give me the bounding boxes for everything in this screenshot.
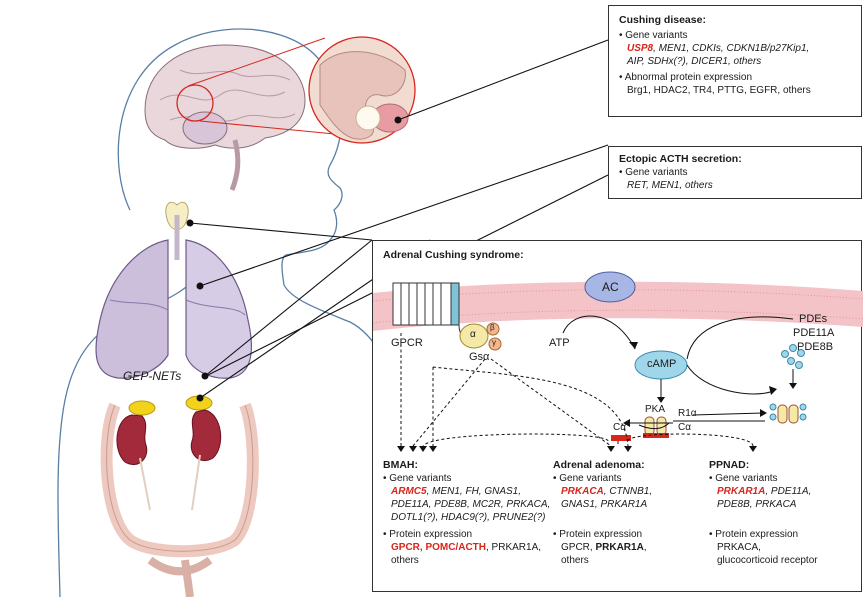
label-ac: AC bbox=[602, 280, 619, 294]
gs-gamma bbox=[488, 337, 502, 351]
lung-right bbox=[185, 239, 252, 379]
ppnad-title: PPNAD: bbox=[709, 459, 750, 471]
adrenal-left bbox=[128, 400, 156, 416]
bmah-genes-line2: PDE11A, PDE8B, MC2R, PRKACA, bbox=[391, 499, 551, 510]
adenoma-genes-line2: GNAS1, PRKAR1A bbox=[561, 499, 648, 510]
gs-alpha-protein bbox=[459, 323, 489, 349]
adenoma-title: Adrenal adenoma: bbox=[553, 459, 645, 471]
kidney-right bbox=[190, 409, 222, 462]
ac-enzyme bbox=[584, 271, 636, 303]
adenoma-prkaca: PRKACA bbox=[561, 486, 604, 497]
ppnad-protein-header: • Protein expression bbox=[709, 529, 799, 540]
cerebellum bbox=[182, 111, 228, 145]
amp-circles bbox=[781, 344, 805, 369]
cushing-gene-header: • Gene variants bbox=[619, 30, 688, 41]
gep-nets-label: GEP-NETs bbox=[123, 369, 182, 383]
adenoma-genes-line1: PRKACA, CTNNB1, bbox=[561, 486, 653, 497]
label-ca-left: Cα bbox=[613, 422, 627, 433]
gpcr-receptor bbox=[392, 282, 474, 339]
cushing-genes-line2: AIP, SDHx(?), DICER1, others bbox=[627, 56, 762, 67]
pka-dissociated-right bbox=[769, 403, 807, 424]
cushing-usp8: USP8 bbox=[627, 43, 654, 54]
label-pka: PKA bbox=[645, 404, 666, 415]
label-gpcr: GPCR bbox=[391, 337, 423, 349]
pituitary-small-circle bbox=[176, 84, 214, 122]
ppnad-genes-line2: PDE8B, PRKACA bbox=[717, 499, 797, 510]
adrenal-cushing-box: Adrenal Cushing syndrome: AC ATP cAMP GP… bbox=[372, 240, 863, 592]
label-gamma: γ bbox=[492, 338, 496, 347]
adenoma-protein-line2: others bbox=[561, 555, 589, 566]
ca-subunit-left bbox=[611, 435, 631, 441]
bmah-protein-line2: others bbox=[391, 555, 419, 566]
label-gs-alpha: Gsα bbox=[469, 351, 490, 363]
ppnad-gene-header: • Gene variants bbox=[709, 473, 778, 484]
label-alpha: α bbox=[470, 329, 476, 340]
label-r1a: R1α bbox=[678, 408, 697, 419]
signaling-pathway bbox=[373, 271, 863, 452]
cushing-disease-title: Cushing disease: bbox=[619, 14, 706, 26]
lung-left bbox=[95, 239, 169, 379]
label-beta: β bbox=[490, 323, 495, 332]
label-pde8b: PDE8B bbox=[797, 341, 834, 353]
label-pdes: PDEs bbox=[799, 313, 828, 325]
ppnad-protein-line2: glucocorticoid receptor bbox=[717, 555, 818, 566]
ectopic-acth-box: Ectopic ACTH secretion: • Gene variants … bbox=[608, 146, 862, 199]
pka-holoenzyme bbox=[643, 416, 669, 438]
label-pde11a: PDE11A bbox=[793, 327, 835, 339]
adenoma-protein-header: • Protein expression bbox=[553, 529, 643, 540]
bmah-gene-header: • Gene variants bbox=[383, 473, 452, 484]
cushing-disease-box: Cushing disease: • Gene variants USP8, M… bbox=[608, 5, 862, 117]
bmah-protein-header: • Protein expression bbox=[383, 529, 473, 540]
label-camp: cAMP bbox=[647, 358, 677, 370]
ectopic-genes: RET, MEN1, others bbox=[627, 180, 713, 191]
label-ca-right: Cα bbox=[678, 422, 692, 433]
cushing-protein-line: Brg1, HDAC2, TR4, PTTG, EGFR, others bbox=[627, 85, 811, 96]
adenoma-protein-line1: GPCR, PRKAR1A, bbox=[561, 542, 647, 553]
bmah-protein-red: GPCR, POMC/ACTH bbox=[391, 542, 486, 553]
kidney-left bbox=[116, 414, 148, 466]
adrenal-title: Adrenal Cushing syndrome: bbox=[383, 249, 524, 261]
bmah-protein-line1: GPCR, POMC/ACTH, PRKAR1A, bbox=[391, 542, 542, 553]
cushing-protein-header: • Abnormal protein expression bbox=[619, 72, 753, 83]
adenoma-gene-header: • Gene variants bbox=[553, 473, 622, 484]
gs-beta bbox=[486, 322, 500, 336]
ppnad-prkar1a: PRKAR1A bbox=[717, 486, 766, 497]
cushing-genes-line1: USP8, MEN1, CDKIs, CDKN1B/p27Kip1, bbox=[627, 43, 810, 54]
bmah-genes-line3: DOTL1(?), HDAC9(?), PRUNE2(?) bbox=[391, 512, 546, 523]
bmah-title: BMAH: bbox=[383, 459, 418, 471]
bmah-genes-line1: ARMC5, MEN1, FH, GNAS1, bbox=[391, 486, 522, 497]
ppnad-protein-line1: PRKACA, bbox=[717, 542, 761, 553]
ectopic-gene-header: • Gene variants bbox=[619, 167, 688, 178]
ectopic-title: Ectopic ACTH secretion: bbox=[619, 153, 742, 165]
label-atp: ATP bbox=[549, 337, 570, 349]
bmah-armc5: ARMC5 bbox=[391, 486, 427, 497]
ppnad-genes-line1: PRKAR1A, PDE11A, bbox=[717, 486, 812, 497]
